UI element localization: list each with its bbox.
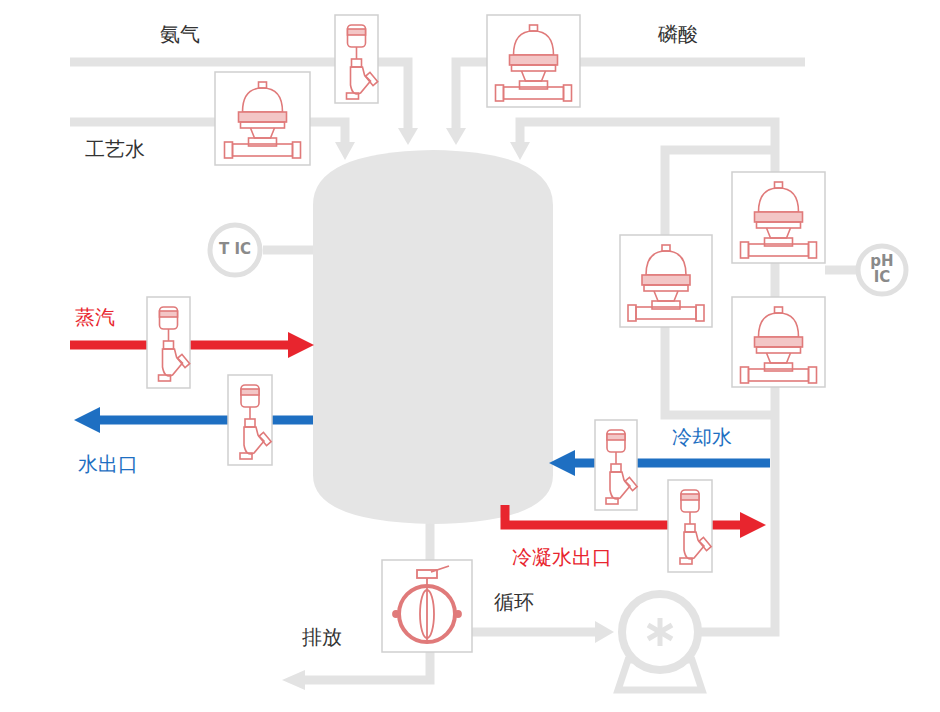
pipe-arrowhead [398, 128, 418, 145]
circulation-pipe [472, 628, 595, 637]
instrument-circle: T IC [207, 222, 263, 278]
instrument-circle: pH IC [855, 243, 909, 297]
stream-label: 磷酸 [658, 22, 698, 46]
ph-sensor-line [825, 266, 858, 275]
condensate-arrowhead [740, 512, 766, 538]
pipe-arrowhead [595, 621, 614, 643]
instrument-tag: T IC [219, 242, 252, 258]
stream-label: 排放 [302, 625, 342, 649]
valve [228, 375, 272, 465]
temperature-sensor-line [263, 246, 313, 255]
valve [732, 172, 825, 263]
stream-label: 蒸汽 [75, 305, 115, 329]
valve [335, 15, 378, 103]
pipe-arrowhead [446, 128, 466, 145]
instrument-tag: pH IC [866, 254, 899, 286]
pipe-arrowhead [510, 142, 530, 160]
valve [668, 480, 712, 572]
pipe-arrowhead [335, 142, 355, 160]
stream-label: 冷却水 [672, 425, 732, 449]
valve [620, 235, 712, 327]
steam-arrowhead [288, 332, 314, 358]
reactor-vessel [313, 150, 553, 524]
valve [732, 297, 825, 387]
water-outlet-arrowhead [74, 407, 100, 433]
valve [382, 560, 472, 652]
stream-label: 冷凝水出口 [512, 545, 612, 569]
pipe-arrowhead [282, 670, 305, 690]
valve [487, 15, 580, 107]
water-outlet-line [100, 416, 313, 425]
stream-label: 氨气 [160, 22, 200, 46]
valve [215, 72, 310, 165]
cooling-water-arrowhead [549, 450, 575, 476]
valve [595, 420, 637, 510]
stream-label: 工艺水 [85, 137, 145, 161]
stream-label: 水出口 [78, 452, 138, 476]
valve [147, 297, 190, 388]
circulation-pump [618, 594, 702, 690]
stream-label: 循环 [494, 590, 534, 614]
